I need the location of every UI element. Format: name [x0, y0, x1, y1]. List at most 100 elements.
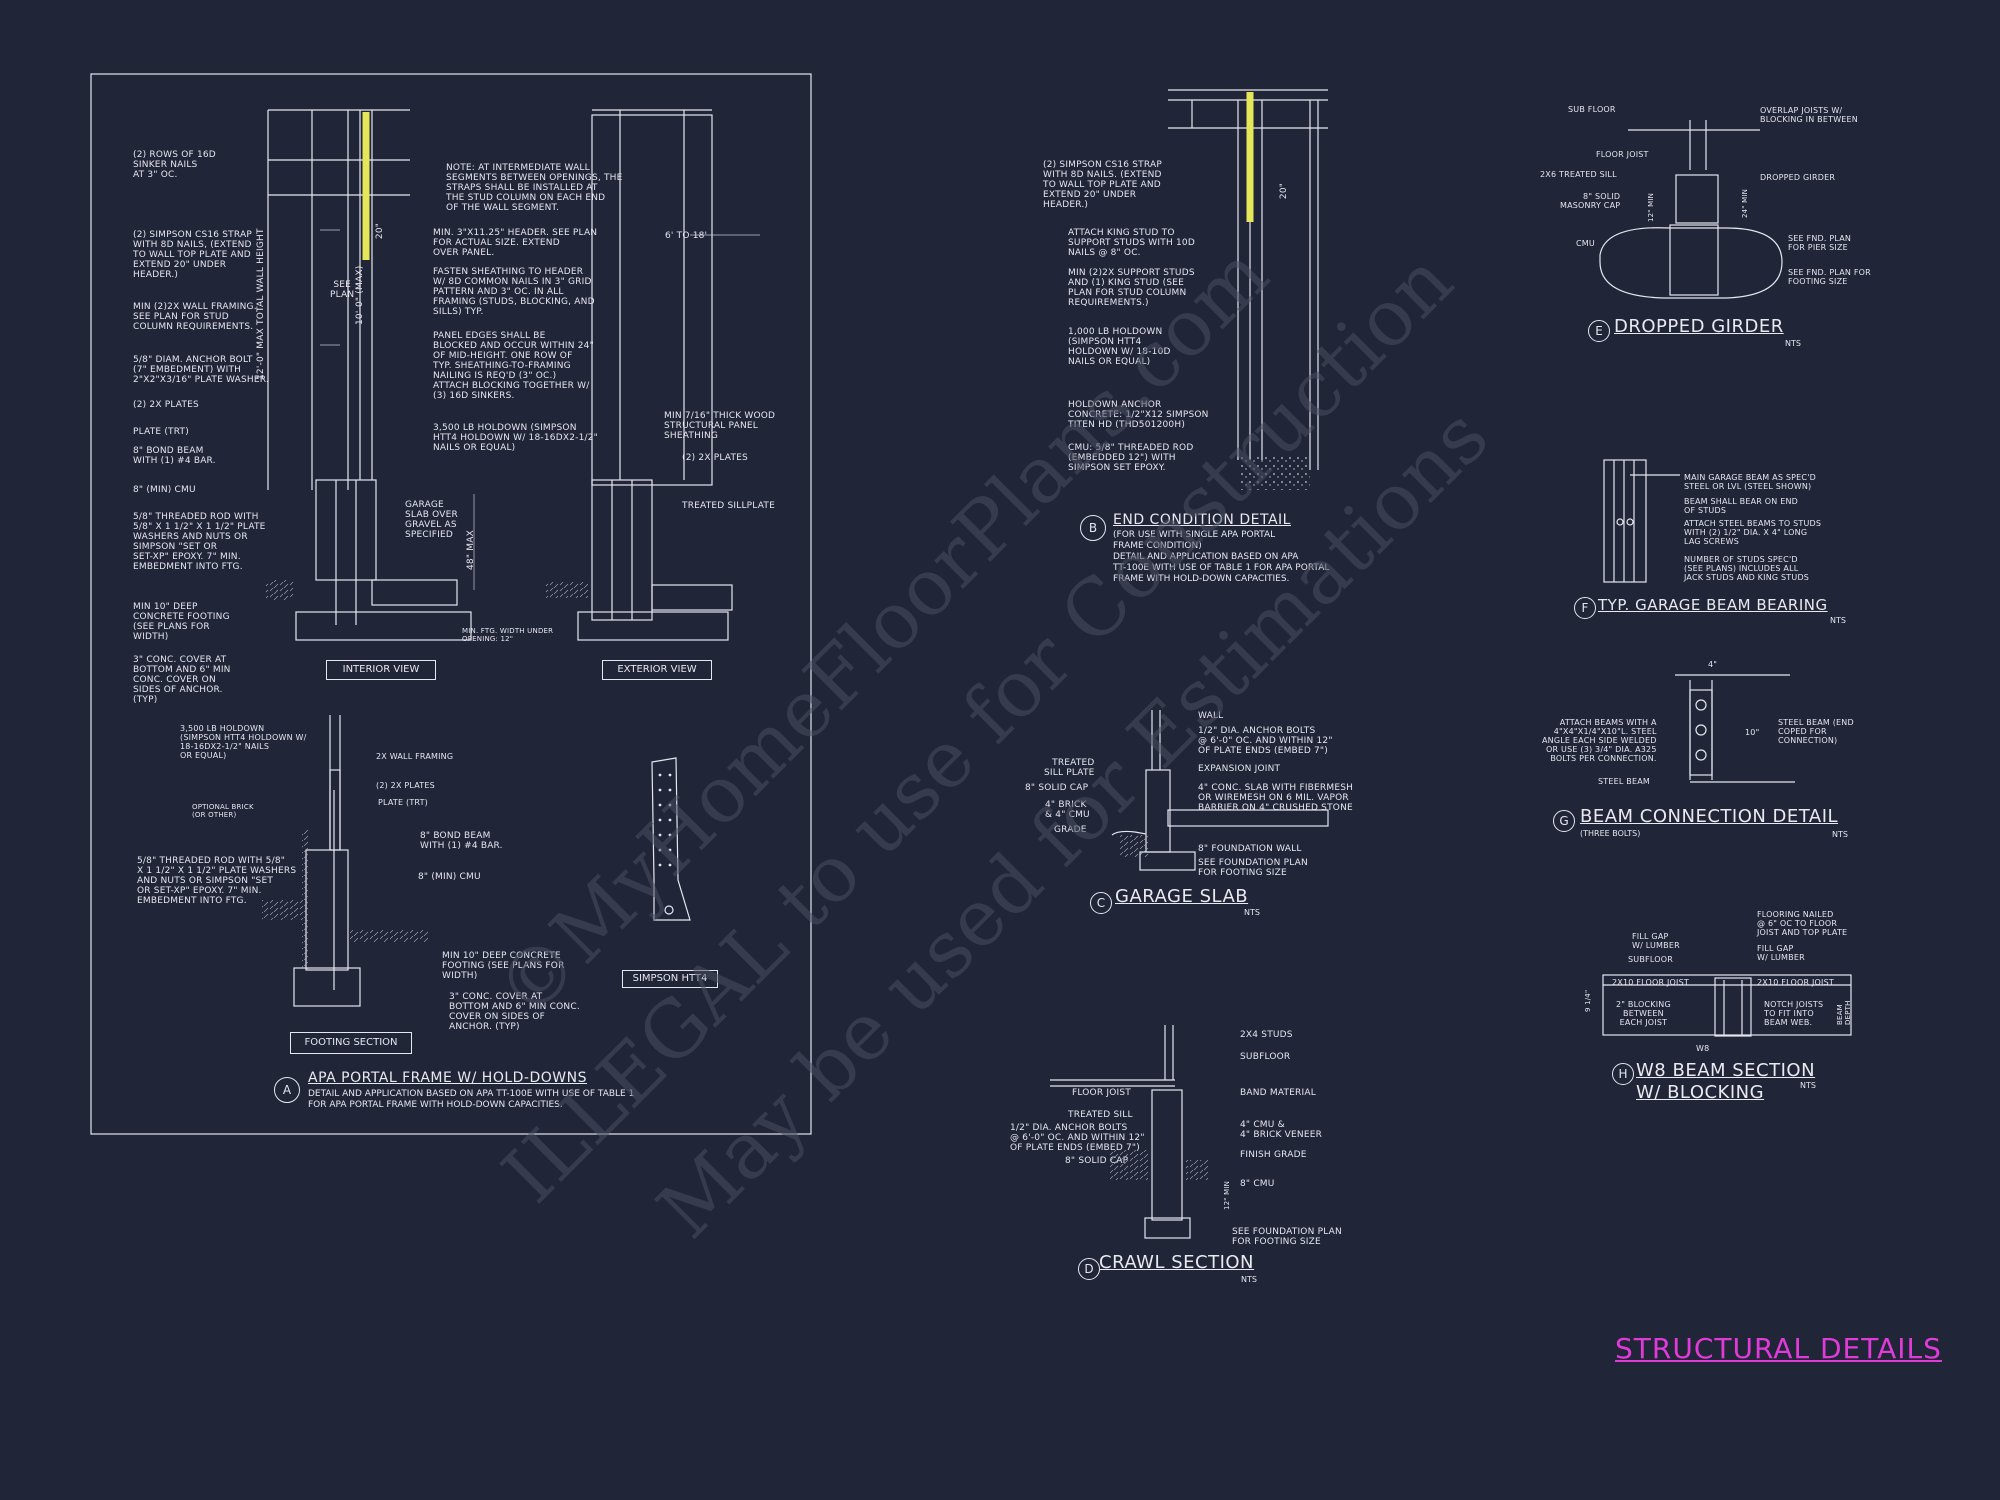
note-f-1: BEAM SHALL BEAR ON END OF STUDS [1684, 497, 1799, 515]
simpson-htt4-drawing [651, 757, 691, 921]
dim-48-max: 48" MAX [466, 530, 476, 570]
note-h-left-2: 2x10 FLOOR JOIST [1612, 978, 1689, 987]
dim-e-24-min: 24" MIN [1741, 188, 1749, 218]
detail-g-title: BEAM CONNECTION DETAIL [1580, 806, 1839, 827]
note-f-0: MAIN GARAGE BEAM AS SPEC'D STEEL OR LVL … [1684, 473, 1816, 491]
note-a-right-0: MIN 7/16" THICK WOOD STRUCTURAL PANEL SH… [664, 411, 776, 441]
garage-slab-drawing [1111, 710, 1329, 871]
note-c-left-2: 4" BRICK & 4" CMU [1045, 800, 1090, 820]
detail-h-title-2: W/ BLOCKING [1636, 1082, 1765, 1103]
note-a-left-6: 8" BOND BEAM WITH (1) #4 BAR. [133, 446, 216, 466]
note-c-left-3: GRADE [1054, 825, 1087, 835]
garage-beam-bearing-drawing [1603, 459, 1680, 583]
note-c-right-3: 4" CONC. SLAB WITH FIBERMESH OR WIREMESH… [1198, 783, 1354, 813]
note-a-mid-2: FASTEN SHEATHING TO HEADER W/ 8d COMMON … [433, 267, 595, 317]
note-a-mid-6: MIN. FTG. WIDTH UNDER OPENING: 12" [462, 627, 554, 643]
note-a-mid-3: PANEL EDGES SHALL BE BLOCKED AND OCCUR W… [433, 331, 594, 401]
note-b-3: 1,000 LB HOLDOWN (SIMPSON HTT4 HOLDOWN W… [1068, 327, 1171, 367]
note-d-left-1: TREATED SILL [1068, 1110, 1133, 1120]
note-a-foot-8: MIN 10" DEEP CONCRETE FOOTING (SEE PLANS… [442, 951, 565, 981]
dim-h-beam-depth: BEAM DEPTH [1836, 1000, 1852, 1025]
note-d-right-3: 4" CMU & 4" BRICK VENEER [1240, 1120, 1323, 1140]
note-d-left-3: 8" SOLID CAP [1065, 1156, 1129, 1166]
note-a-left-4: (2) 2x PLATES [133, 400, 199, 410]
detail-b-subtitle: (FOR USE WITH SINGLE APA PORTAL FRAME CO… [1113, 530, 1330, 584]
detail-b-title: END CONDITION DETAIL [1113, 512, 1291, 528]
detail-g-nts: NTS [1832, 830, 1848, 839]
dim-g-10: 10" [1745, 728, 1760, 737]
note-a-left-2: MIN (2)2X WALL FRAMING. SEE PLAN FOR STU… [133, 302, 257, 332]
detail-g-bubble: G [1553, 810, 1575, 832]
note-a-left-8: 5/8" THREADED ROD WITH 5/8" x 1 1/2" x 1… [133, 512, 266, 572]
footing-section-drawing [262, 715, 428, 1007]
crawl-section-drawing [1050, 1025, 1208, 1239]
exterior-view-label: EXTERIOR VIEW [602, 660, 712, 680]
note-b-5: CMU: 5/8" THREADED ROD (EMBEDDED 12") WI… [1068, 443, 1194, 473]
note-a-left-10: 3" CONC. COVER AT BOTTOM AND 6" MIN CONC… [133, 655, 231, 705]
detail-h-bubble: H [1612, 1063, 1634, 1085]
note-a-mid-4: 3,500 LB HOLDOWN (SIMPSON HTT4 HOLDOWN W… [433, 423, 599, 453]
interior-view-label: INTERIOR VIEW [326, 660, 436, 680]
note-f-2: ATTACH STEEL BEAMS TO STUDS WITH (2) 1/2… [1684, 519, 1822, 546]
detail-h-title-1: W8 BEAM SECTION [1636, 1060, 1816, 1081]
see-plan-label: SEE PLAN [330, 280, 355, 300]
note-b-4: HOLDOWN ANCHOR CONCRETE: 1/2"x12 SIMPSON… [1068, 400, 1209, 430]
w8-beam-section-drawing [1602, 974, 1852, 1037]
note-e-left-1: FLOOR JOIST [1596, 150, 1649, 159]
note-c-right-5: SEE FOUNDATION PLAN FOR FOOTING SIZE [1198, 858, 1308, 878]
note-a-foot-7: 5/8" THREADED ROD WITH 5/8" x 1 1/2" x 1… [137, 856, 297, 906]
note-a-foot-2: (2) 2x PLATES [376, 781, 435, 790]
note-a-mid-1: MIN. 3"x11.25" HEADER. SEE PLAN FOR ACTU… [433, 228, 598, 258]
detail-b-bubble: B [1080, 515, 1106, 541]
note-a-left-3: 5/8" DIAM. ANCHOR BOLT (7" EMBEDMENT) WI… [133, 355, 269, 385]
exterior-view-drawing [546, 109, 760, 641]
note-h-right-0: FLOORING NAILED @ 6" OC TO FLOOR JOIST A… [1757, 910, 1848, 937]
detail-e-nts: NTS [1785, 339, 1801, 348]
interior-view-drawing [266, 109, 475, 641]
simpson-htt4-label: SIMPSON HTT4 [622, 970, 718, 988]
note-a-foot-9: 3" CONC. COVER AT BOTTOM AND 6" MIN CONC… [449, 992, 580, 1032]
note-a-mid-0: NOTE: AT INTERMEDIATE WALL SEGMENTS BETW… [446, 163, 623, 213]
note-e-left-0: SUB FLOOR [1568, 105, 1616, 114]
note-d-right-5: 8" CMU [1240, 1179, 1275, 1189]
note-a-foot-5: 8" BOND BEAM WITH (1) #4 BAR. [420, 831, 503, 851]
dim-20: 20" [375, 222, 386, 240]
note-h-right-1: FILL GAP W/ LUMBER [1757, 944, 1805, 962]
note-e-right-0: OVERLAP JOISTS W/ BLOCKING IN BETWEEN [1760, 106, 1858, 124]
detail-a-bubble: A [274, 1077, 300, 1103]
dim-g-4: 4" [1708, 660, 1718, 669]
detail-h-nts: NTS [1800, 1081, 1816, 1090]
note-a-foot-0: 3,500 LB HOLDOWN (SIMPSON HTT4 HOLDOWN W… [180, 724, 307, 760]
note-b-1: ATTACH KING STUD TO SUPPORT STUDS WITH 1… [1068, 228, 1195, 258]
note-c-right-2: EXPANSION JOINT [1198, 764, 1281, 774]
note-b-2: MIN (2)2X SUPPORT STUDS AND (1) KING STU… [1068, 268, 1195, 308]
note-d-right-2: BAND MATERIAL [1240, 1088, 1316, 1098]
detail-f-title: TYP. GARAGE BEAM BEARING [1598, 596, 1828, 614]
note-g-left-0: ATTACH BEAMS WITH A 4"x4"x1/4"x10"L. STE… [1542, 718, 1657, 763]
note-c-right-4: 8" FOUNDATION WALL [1198, 844, 1302, 854]
note-h-left-3: 2" BLOCKING BETWEEN EACH JOIST [1616, 1000, 1671, 1027]
dropped-girder-drawing [1599, 120, 1783, 299]
note-h-left-4: W8 [1696, 1044, 1710, 1053]
detail-d-title: CRAWL SECTION [1099, 1252, 1255, 1273]
note-h-right-2: 2x10 FLOOR JOIST [1757, 978, 1834, 987]
note-d-right-6: SEE FOUNDATION PLAN FOR FOOTING SIZE [1232, 1227, 1342, 1247]
note-c-left-1: 8" SOLID CAP [1025, 783, 1089, 793]
note-h-left-0: FILL GAP W/ LUMBER [1632, 932, 1680, 950]
detail-c-bubble: C [1090, 892, 1112, 914]
footing-section-label: FOOTING SECTION [290, 1032, 412, 1054]
note-d-left-2: 1/2" DIA. ANCHOR BOLTS @ 6'-0" OC. AND W… [1010, 1123, 1145, 1153]
note-h-right-3: NOTCH JOISTS TO FIT INTO BEAM WEB. [1764, 1000, 1824, 1027]
dim-d-12-min: 12" MIN [1223, 1180, 1231, 1210]
note-a-right-1: (2) 2x PLATES [682, 453, 748, 463]
detail-f-nts: NTS [1830, 616, 1846, 625]
dim-6-18: 6' TO 18' [665, 231, 708, 241]
detail-e-title: DROPPED GIRDER [1614, 316, 1784, 337]
note-a-foot-1: 2X WALL FRAMING [376, 752, 454, 761]
detail-c-nts: NTS [1244, 908, 1260, 917]
dim-e-12-min: 12" MIN [1647, 192, 1655, 222]
note-e-left-2: 2x6 TREATED SILL [1540, 170, 1617, 179]
note-f-3: NUMBER OF STUDS SPEC'D (SEE PLANS) INCLU… [1684, 555, 1810, 582]
